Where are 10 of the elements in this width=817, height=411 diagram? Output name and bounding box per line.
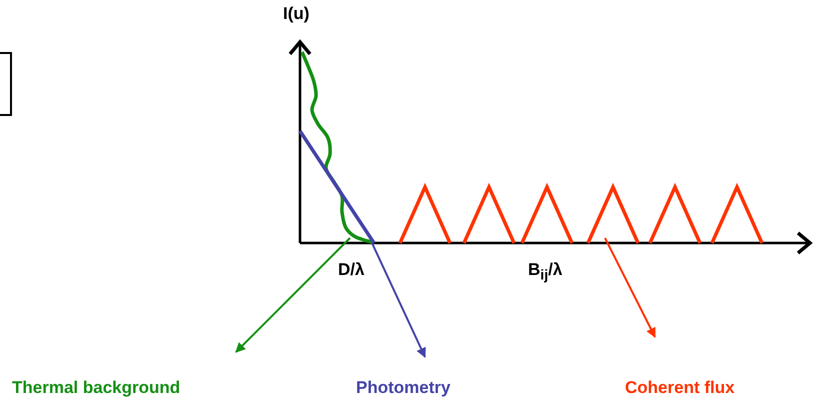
leader-arrow xyxy=(371,242,426,358)
leader-arrow xyxy=(235,237,351,353)
leader-arrow xyxy=(604,238,656,338)
axis-label: I(u) xyxy=(283,4,310,24)
empty-box xyxy=(0,52,12,116)
leader-label: Coherent flux xyxy=(625,378,735,398)
leader-label: Thermal background xyxy=(12,378,180,398)
tick-label: D/λ xyxy=(338,260,364,280)
tick-label: B$_{ij}$/λ xyxy=(528,260,562,284)
leader-label: Photometry xyxy=(356,378,450,398)
